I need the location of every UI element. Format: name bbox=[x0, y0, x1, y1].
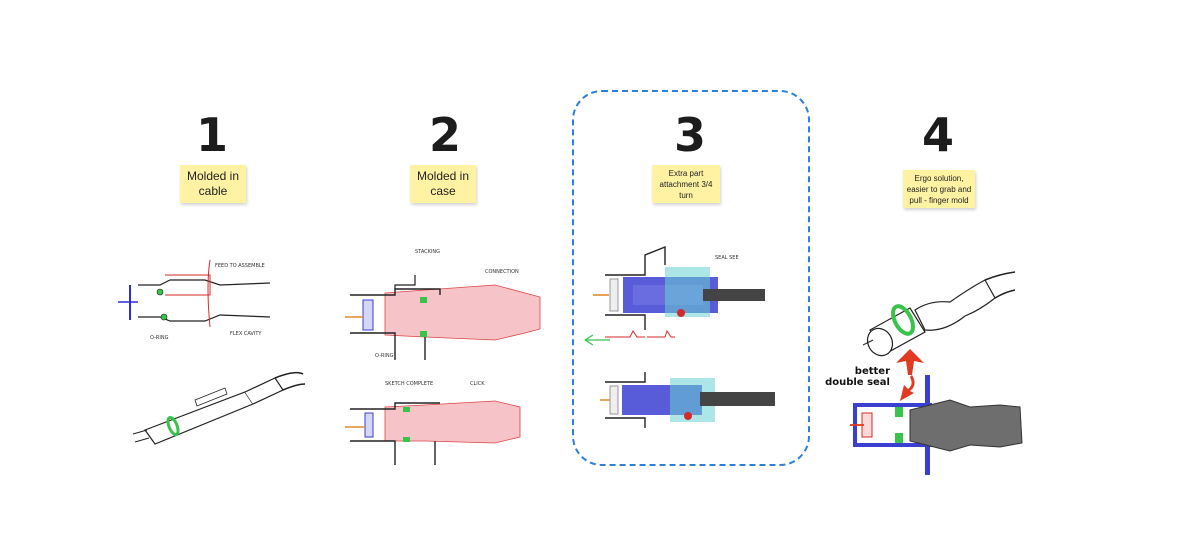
highlight-frame bbox=[572, 90, 810, 466]
sketch-section-view bbox=[850, 375, 1023, 475]
sketch-section-view: SEAL SEE bbox=[584, 245, 765, 346]
concept-4: 4 Ergo solution, easier to grab and pull… bbox=[838, 0, 1038, 551]
sketch-perspective bbox=[862, 271, 1016, 357]
concept-number: 2 bbox=[428, 108, 461, 162]
note-line: cable bbox=[198, 184, 228, 198]
callout-line: better bbox=[854, 366, 890, 377]
seal-callout: better double seal bbox=[822, 366, 890, 388]
sketch-section-view: FEED TO ASSEMBLE FLEX CAVITY O-RING bbox=[118, 259, 271, 341]
svg-text:SKETCH COMPLETE: SKETCH COMPLETE bbox=[385, 381, 433, 387]
sketch-section-view: SKETCH COMPLETE CLICK bbox=[345, 381, 521, 465]
sticky-note: Molded in cable bbox=[180, 165, 246, 203]
concept-2: 2 Molded in case bbox=[345, 0, 545, 551]
note-line: Extra part bbox=[668, 168, 704, 178]
note-line: case bbox=[430, 184, 456, 198]
concept-3: 3 Extra part attachment 3/4 turn bbox=[590, 0, 790, 551]
concept-number: 4 bbox=[921, 108, 954, 162]
svg-text:O-RING: O-RING bbox=[375, 353, 394, 359]
svg-text:STACKING: STACKING bbox=[415, 249, 440, 255]
concept-number: 1 bbox=[195, 108, 228, 162]
note-line: turn bbox=[679, 190, 693, 200]
note-line: Molded in bbox=[186, 169, 240, 183]
note-line: pull - finger mold bbox=[909, 195, 969, 205]
sketch-section-view: STACKING CONNECTION O-RING bbox=[345, 249, 541, 360]
red-arrow-icon bbox=[896, 349, 924, 401]
svg-text:FEED TO ASSEMBLE: FEED TO ASSEMBLE bbox=[215, 263, 265, 269]
svg-text:SEAL SEE: SEAL SEE bbox=[715, 255, 739, 261]
note-line: easier to grab and bbox=[906, 184, 972, 194]
sketch-section-view bbox=[600, 372, 775, 428]
svg-text:FLEX CAVITY: FLEX CAVITY bbox=[230, 331, 262, 337]
sketch-perspective bbox=[132, 371, 306, 445]
callout-line: double seal bbox=[825, 377, 890, 388]
concept-1: 1 Molded in cable bbox=[112, 0, 312, 551]
concept-number: 3 bbox=[673, 108, 706, 162]
note-line: Ergo solution, bbox=[914, 173, 964, 183]
svg-text:O-RING: O-RING bbox=[150, 335, 169, 341]
note-line: Molded in bbox=[416, 169, 470, 183]
svg-text:CONNECTION: CONNECTION bbox=[485, 269, 519, 275]
note-line: attachment 3/4 bbox=[659, 179, 713, 189]
sticky-note: Molded in case bbox=[410, 165, 476, 203]
svg-text:CLICK: CLICK bbox=[470, 381, 485, 387]
sticky-note: Extra part attachment 3/4 turn bbox=[652, 165, 720, 203]
sticky-note: Ergo solution, easier to grab and pull -… bbox=[903, 170, 975, 208]
